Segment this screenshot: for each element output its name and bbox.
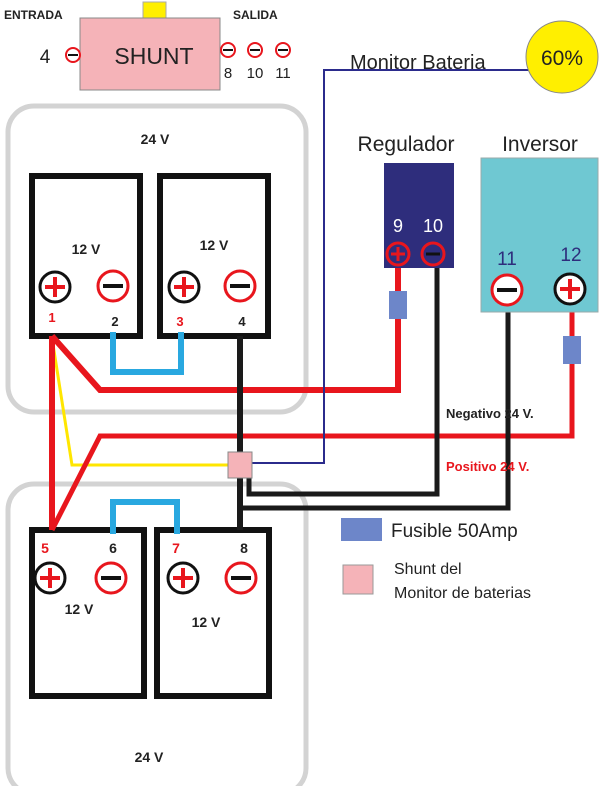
terminal-2-minus-icon (96, 269, 130, 303)
legend-fuse-swatch (341, 518, 382, 541)
shunt-out-terminal-11: 11 (275, 65, 291, 82)
shunt-in-minus-icon (65, 47, 81, 63)
negativo-label: Negativo 24 V. (446, 406, 534, 421)
terminal-1-plus-icon (38, 270, 72, 304)
bottom-bank-voltage: 24 V (135, 749, 164, 765)
terminal-8-minus-icon (224, 561, 258, 595)
inline-shunt (227, 451, 253, 479)
shunt-salida-label: SALIDA (233, 8, 278, 22)
terminal-3-number: 3 (176, 314, 183, 329)
terminal-5-plus-icon (33, 561, 67, 595)
terminal-6-minus-icon (94, 561, 128, 595)
inversor-plus-icon (553, 272, 587, 306)
shunt-body (79, 17, 221, 91)
legend-shunt-line1: Shunt del (394, 561, 462, 578)
terminal-6-number: 6 (109, 540, 117, 556)
bridge-wire-2-3 (110, 332, 184, 375)
terminal-5-number: 5 (41, 540, 49, 556)
regulador-title: Regulador (358, 133, 455, 156)
inversor-terminal-12: 12 (560, 245, 581, 266)
terminal-7-number: 7 (172, 540, 180, 556)
legend-shunt-line2: Monitor de baterias (394, 585, 531, 602)
battery-3-4-voltage: 12 V (200, 237, 229, 253)
terminal-1-number: 1 (48, 310, 55, 325)
battery-7-8-voltage: 12 V (192, 614, 221, 630)
monitor-display (525, 20, 599, 94)
shunt-label: SHUNT (114, 43, 193, 69)
fuse-inversor (563, 336, 581, 364)
monitor-wire (252, 69, 530, 464)
terminal-8-number: 8 (240, 540, 248, 556)
red-wire-1-regulador (49, 258, 401, 393)
bridge-wire-6-7 (110, 499, 180, 534)
battery-5-6-voltage: 12 V (65, 601, 94, 617)
terminal-7-plus-icon (166, 561, 200, 595)
terminal-4-number: 4 (238, 314, 246, 329)
terminal-2-number: 2 (111, 314, 118, 329)
regulador-terminal-9: 9 (393, 216, 403, 236)
black-wire-shunt-regulador (246, 258, 440, 497)
battery-5-6 (29, 527, 147, 699)
black-wire-shunt-inversor (237, 306, 511, 511)
shunt-entrada-label: ENTRADA (4, 8, 63, 22)
red-wire-5-inversor (49, 312, 575, 532)
inversor-minus-icon (490, 273, 524, 307)
monitor-label: Monitor Bateria (350, 52, 486, 74)
inversor-title: Inversor (502, 133, 578, 156)
shunt-out-minus-icon-11 (275, 42, 291, 58)
shunt-in-terminal-number: 4 (40, 47, 51, 68)
regulador-minus-icon (420, 241, 446, 267)
regulador-plus-icon (385, 241, 411, 267)
fuse-regulador (389, 291, 407, 319)
yellow-sense-wire (50, 337, 229, 467)
inversor-terminal-11: 11 (497, 249, 517, 270)
shunt-out-terminal-10: 10 (247, 65, 264, 82)
battery-1-2-voltage: 12 V (72, 241, 101, 257)
battery-7-8 (154, 527, 272, 699)
legend-shunt-swatch (342, 564, 374, 595)
shunt-out-terminal-8: 8 (224, 65, 232, 82)
shunt-out-minus-icon-8 (220, 42, 236, 58)
battery-1-2 (29, 173, 143, 339)
top-bank-voltage: 24 V (141, 131, 170, 147)
regulador-terminal-10: 10 (423, 216, 443, 236)
monitor-percent: 60% (541, 47, 583, 70)
battery-3-4 (157, 173, 271, 339)
positivo-label: Positivo 24 V. (446, 459, 529, 474)
terminal-3-plus-icon (167, 270, 201, 304)
shunt-out-minus-icon-10 (247, 42, 263, 58)
terminal-4-minus-icon (223, 269, 257, 303)
legend-fuse-label: Fusible 50Amp (391, 521, 518, 542)
